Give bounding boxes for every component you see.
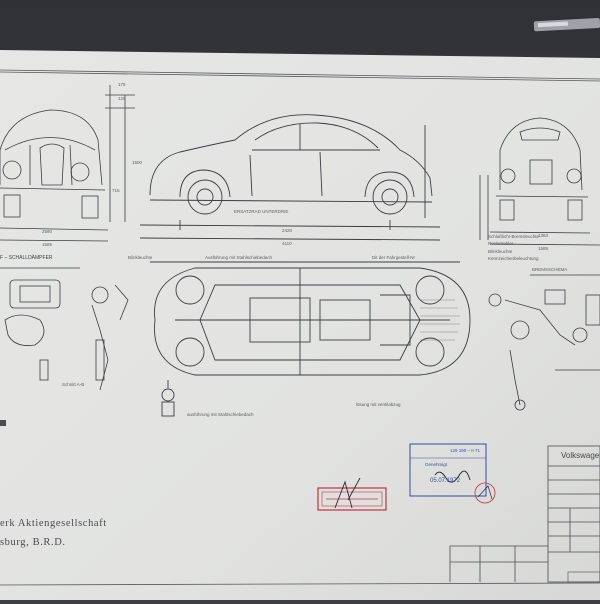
round-stamp — [474, 482, 496, 504]
bottom-note: ausführung mit Stahlschiebedach — [187, 412, 254, 417]
rear-view — [479, 117, 600, 246]
underbody-view — [150, 261, 471, 417]
underbody-label-left: Ausführung mit Stahlschiebedach — [205, 255, 273, 260]
brake-scheme — [488, 274, 600, 411]
underbody-hatching — [420, 299, 460, 341]
blue-approval-stamp — [409, 443, 487, 497]
dim-side-wheelbase: 2420 — [282, 228, 293, 233]
exhaust-detail — [0, 267, 129, 391]
company-line-1: erk Aktiengesellschaft — [0, 518, 107, 529]
stamp-number: 129 190 – II 71 — [450, 448, 481, 453]
blinker-label: Blinkleuchte — [128, 255, 153, 260]
dim-front-width-2: 1585 — [42, 242, 53, 247]
underbody-label-right: Dit der Fahrgestell-Nr — [372, 255, 416, 260]
mark — [0, 420, 6, 426]
logo-box — [567, 571, 600, 583]
rear-lamp-label-1: Schlußlicht-Bremsleuchte — [488, 234, 540, 239]
stamp-date: 05.07.1972 — [430, 478, 461, 484]
front-view — [0, 85, 135, 242]
section-note: Schnitt A-B — [62, 382, 85, 387]
metal-ruler-object — [533, 18, 600, 32]
dim-front-height-1: 175 — [118, 82, 126, 87]
dim-rear-width-2: 1585 — [538, 246, 549, 251]
exhaust-label: F – SCHALLDÄMPFER — [0, 255, 53, 261]
drawing-border — [0, 69, 600, 586]
title-block-title: Volkswagen — [561, 451, 600, 460]
rear-lamp-label-2: Rückstrahler — [488, 241, 514, 246]
rear-lamp-label-3: Blinkleuchte — [488, 249, 513, 254]
side-note: ERSATZRAD UNTERDRIE — [234, 209, 289, 214]
side-view — [139, 114, 441, 241]
dim-side-length: 4110 — [282, 241, 292, 246]
dim-front-width-1: 2590 — [42, 229, 53, 234]
bottom-note-2: lösung mit ventilabzug — [356, 402, 401, 407]
dim-front-height-3: 1500 — [132, 160, 143, 165]
rear-lamp-label-4: Kennzeichenbeleuchtung — [488, 256, 539, 261]
company-line-2: sburg, B.R.D. — [0, 537, 66, 548]
stamp-line-1: Genehmigt — [425, 462, 448, 467]
dim-rear-width-1: 1363 — [538, 233, 549, 238]
red-stamp — [317, 477, 387, 511]
dim-front-height-4: 715 — [112, 188, 120, 193]
brake-scheme-label: BREMSSCHEMA — [532, 267, 568, 272]
dim-front-height-2: 125 — [118, 96, 126, 101]
